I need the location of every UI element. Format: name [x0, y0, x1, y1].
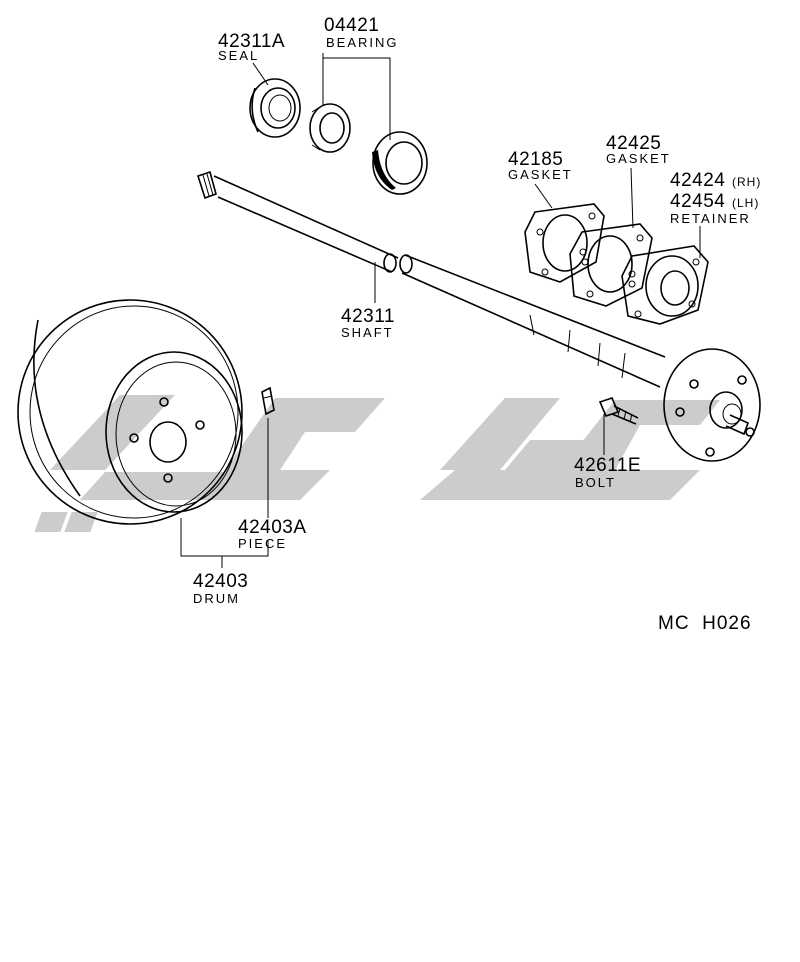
flange-drawing	[663, 348, 761, 462]
gasket-a-name: GASKET	[508, 167, 573, 182]
gasket-a-drawing	[524, 203, 605, 283]
gasket-b-number: 42425	[606, 133, 662, 154]
piece-name: PIECE	[238, 536, 288, 551]
bolt-number: 42611E	[574, 455, 642, 476]
drum-number: 42403	[193, 571, 249, 592]
leader-lines	[180, 53, 701, 568]
shaft-drawing	[196, 170, 666, 388]
retainer-name: RETAINER	[670, 211, 751, 226]
diagram-code: MC H026	[658, 613, 752, 634]
bolt-name: BOLT	[575, 475, 616, 490]
seal-number: 42311A	[218, 31, 286, 52]
gasket-a-number: 42185	[508, 149, 564, 170]
gasket-b-drawing	[569, 223, 653, 307]
piece-number: 42403A	[238, 517, 307, 538]
shaft-name: SHAFT	[341, 325, 394, 340]
retainer-number-rh: 42424	[670, 170, 726, 191]
seal-drawing	[249, 78, 301, 138]
retainer-suffix-lh: (LH)	[732, 196, 760, 210]
retainer-number-lh: 42454	[670, 191, 726, 212]
drum-drawing	[17, 299, 243, 525]
bearing-cup-drawing	[372, 131, 428, 195]
seal-name: SEAL	[218, 48, 260, 63]
retainer-suffix-rh: (RH)	[732, 175, 762, 189]
bearing-number: 04421	[324, 15, 380, 36]
shaft-number: 42311	[341, 306, 395, 327]
piece-drawing	[261, 386, 275, 416]
bearing-race-drawing	[309, 103, 351, 153]
gasket-b-name: GASKET	[606, 151, 671, 166]
bearing-name: BEARING	[326, 35, 399, 50]
drum-name: DRUM	[193, 591, 240, 606]
watermark-logo	[34, 395, 720, 532]
bolt-drawing	[598, 397, 639, 425]
retainer-drawing	[621, 245, 709, 325]
